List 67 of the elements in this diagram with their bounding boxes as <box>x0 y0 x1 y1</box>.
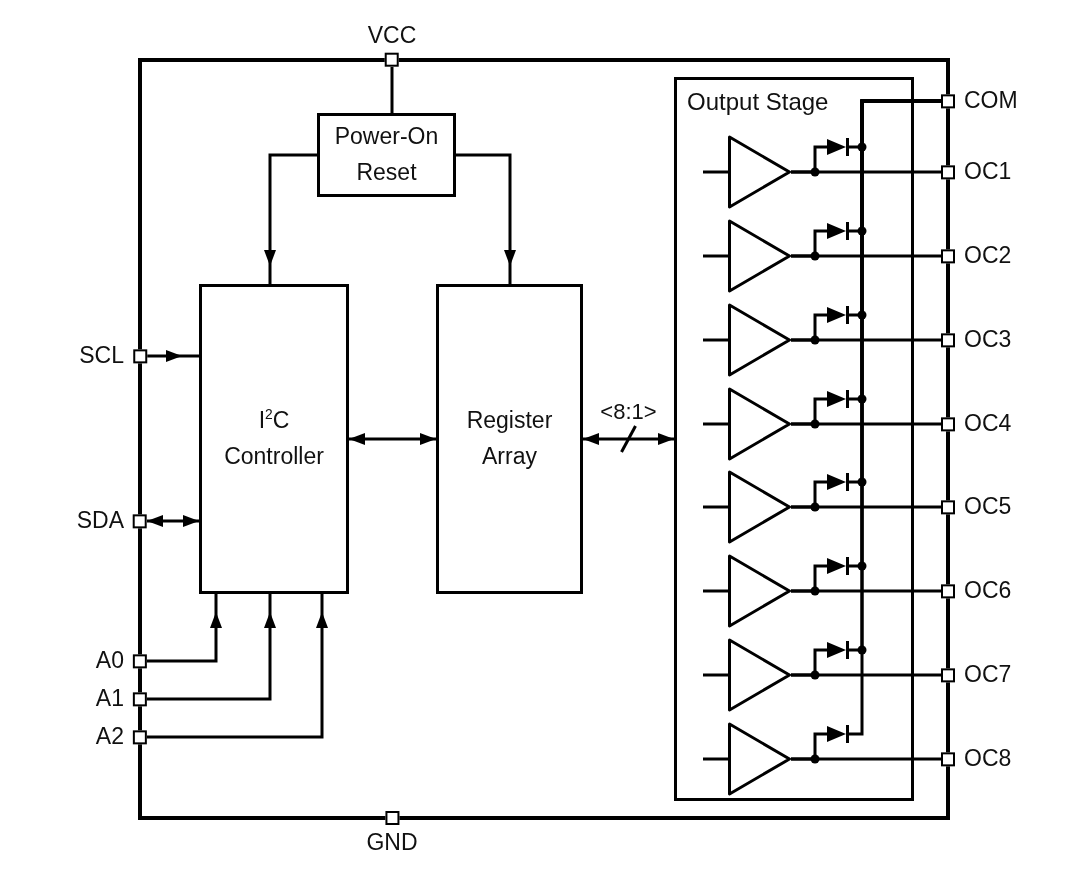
diode-symbol <box>827 138 849 156</box>
pin-label: SCL <box>79 343 124 369</box>
arrow <box>145 592 328 739</box>
block-label: Power-On Reset <box>333 122 440 187</box>
wire <box>791 732 827 761</box>
wire <box>703 673 728 677</box>
wire <box>703 422 728 426</box>
wire <box>703 589 728 593</box>
wire <box>791 480 827 509</box>
function-block <box>199 284 349 594</box>
wire <box>390 67 394 113</box>
block-label: Register Array <box>465 406 554 471</box>
buffer-amplifier <box>728 135 791 209</box>
wire <box>791 564 827 593</box>
wire <box>791 648 827 677</box>
buffer-amplifier <box>728 638 791 712</box>
wire <box>703 170 728 174</box>
pin-label: COM <box>964 88 1018 114</box>
function-block <box>436 284 583 594</box>
pin-label: VCC <box>367 22 417 48</box>
buffer-amplifier <box>728 387 791 461</box>
pin-label: SDA <box>76 508 124 534</box>
pin-label: GND <box>366 830 418 856</box>
wire <box>703 505 728 509</box>
output-stage-panel <box>674 77 914 801</box>
buffer-amplifier <box>728 470 791 544</box>
diode-symbol <box>827 390 849 408</box>
pin-label: OC2 <box>964 243 1012 269</box>
wire <box>703 254 728 258</box>
block-label: I$^{2}$C Controller <box>223 406 325 471</box>
diode-symbol <box>827 641 849 659</box>
pin-label: OC8 <box>964 746 1012 772</box>
arrow <box>454 153 516 286</box>
diode-symbol <box>827 725 849 743</box>
arrow <box>145 350 201 362</box>
pin-label: OC3 <box>964 327 1012 353</box>
diode-symbol <box>827 222 849 240</box>
arrow <box>145 592 222 663</box>
pin-label: OC5 <box>964 494 1012 520</box>
double-arrow <box>147 515 199 527</box>
wire <box>791 145 827 174</box>
wire <box>791 229 827 258</box>
buffer-amplifier <box>728 722 791 796</box>
double-arrow <box>349 433 436 445</box>
wire <box>703 757 728 761</box>
pin-label: OC7 <box>964 662 1012 688</box>
chip-outline <box>138 58 950 820</box>
double-arrow <box>583 433 674 445</box>
wire <box>703 338 728 342</box>
wire <box>791 397 827 426</box>
panel-heading: Output Stage <box>687 88 829 117</box>
diode-symbol <box>827 473 849 491</box>
arrow <box>145 592 276 701</box>
buffer-amplifier <box>728 303 791 377</box>
pin-label: A1 <box>95 686 124 712</box>
pin-label: A0 <box>95 648 124 674</box>
function-block <box>317 113 456 197</box>
pin-label: A2 <box>95 724 124 750</box>
wire <box>791 313 827 342</box>
diode-symbol <box>827 306 849 324</box>
arrow <box>264 153 319 286</box>
buffer-amplifier <box>728 554 791 628</box>
pin-label: OC1 <box>964 159 1012 185</box>
diode-symbol <box>827 557 849 575</box>
pin-label: OC4 <box>964 411 1012 437</box>
pin-label: OC6 <box>964 578 1012 604</box>
buffer-amplifier <box>728 219 791 293</box>
